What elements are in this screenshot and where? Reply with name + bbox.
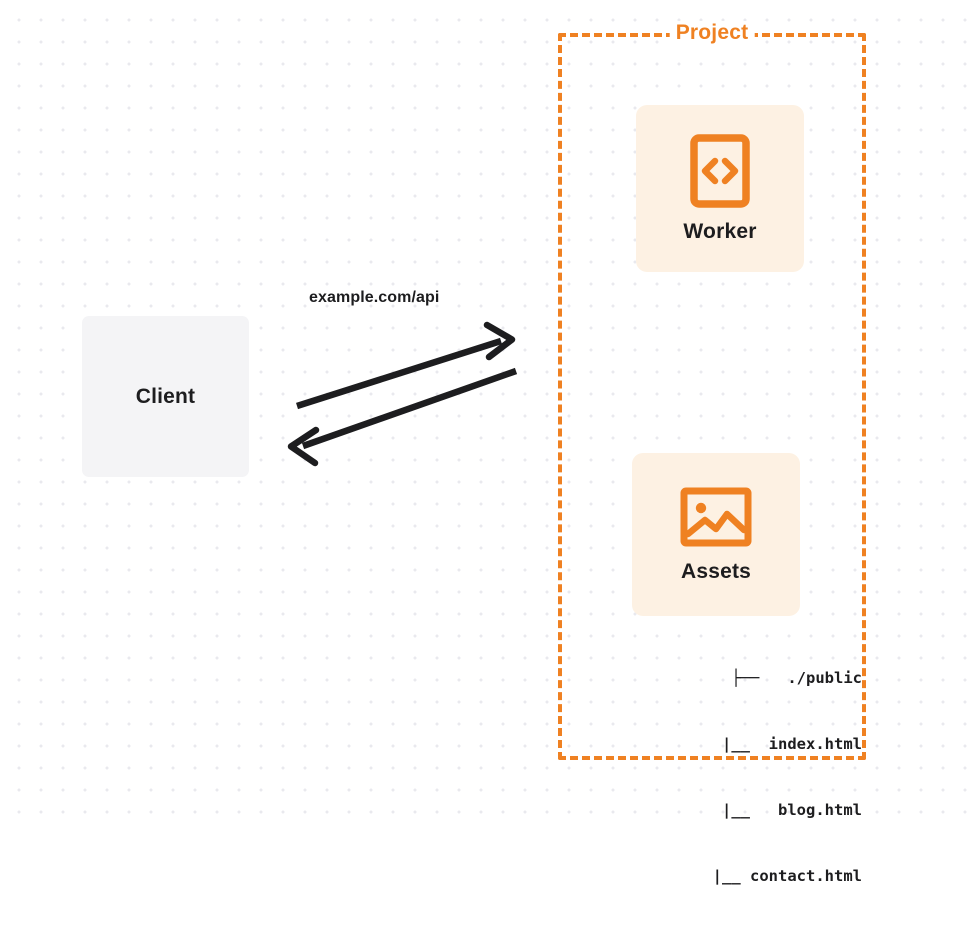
request-arrow [296, 321, 516, 410]
worker-card-label: Worker [683, 219, 757, 243]
assets-file-tree: ├── ./public |__ index.html |__ blog.htm… [612, 623, 862, 931]
worker-card[interactable]: Worker [636, 105, 804, 272]
response-arrow [287, 367, 518, 467]
assets-card[interactable]: Assets [632, 453, 800, 616]
client-node[interactable]: Client [82, 316, 249, 477]
tree-row: |__ blog.html [684, 801, 862, 819]
tree-row: ├── ./public [731, 669, 862, 687]
project-container: Project Worker Assets ├── ./public |__ i… [558, 21, 866, 885]
image-picture-icon [680, 487, 752, 546]
tree-row: |__ contact.html [675, 867, 862, 885]
tree-row: |__ index.html [684, 735, 862, 753]
assets-card-label: Assets [680, 559, 752, 583]
code-brackets-icon [690, 133, 750, 208]
diagram-canvas: Client example.com/api Project Worker [0, 0, 980, 885]
connection-label: example.com/api [309, 289, 440, 306]
project-title: Project [669, 21, 755, 45]
client-node-label: Client [135, 384, 196, 408]
